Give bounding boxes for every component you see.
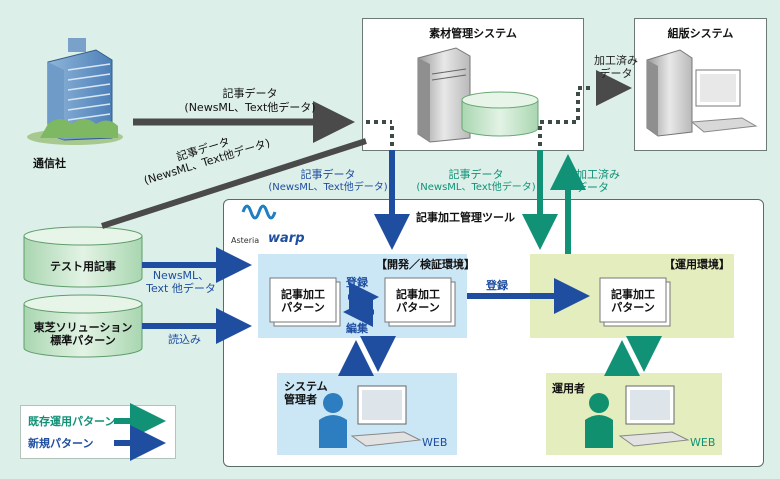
pattern-doc-dev-left [269, 277, 341, 327]
label-pattern-ops-1: 記事加工 [611, 288, 655, 301]
kumihan-server-icon [646, 49, 758, 137]
label-pattern-dev-right-1: 記事加工 [396, 288, 440, 301]
label-toroku-ops: 登録 [486, 279, 508, 292]
label-operator: 運用者 [552, 382, 585, 395]
label-green-kako-zumi: 加工済み データ [576, 168, 620, 194]
label-web-admin: WEB [422, 436, 448, 449]
gray-line-diagonal [101, 138, 367, 229]
label-test-kiji: テスト用記事 [50, 260, 116, 273]
label-blue-kiji-data-2: (NewsML、Text他データ) [268, 182, 388, 193]
label-green-kako-zumi-1: 加工済み [576, 168, 620, 181]
label-sozai-system: 素材管理システム [429, 27, 517, 40]
office-building-icon [27, 38, 123, 145]
label-sys-admin-2: 管理者 [284, 393, 317, 406]
label-toshiba-2: 標準パターン [50, 334, 116, 347]
asteria-logo-icon [241, 204, 277, 220]
label-kaihatsu-env: 【開発／検証環境】 [376, 258, 475, 271]
sozai-server-icon [417, 47, 471, 143]
label-unyo-env: 【運用環境】 [664, 258, 730, 271]
label-newsml: NewsML、 Text 他データ [146, 269, 216, 295]
label-pattern-ops: 記事加工 パターン [600, 288, 666, 314]
label-newsml-1: NewsML、 [152, 269, 210, 282]
label-newsml-2: Text 他データ [146, 282, 216, 295]
label-toshiba: 東芝ソリューション 標準パターン [24, 321, 142, 347]
logo-warp-text: warp [268, 231, 305, 246]
label-blue-kiji-data-1: 記事データ [300, 168, 356, 181]
label-tsushinsha: 通信社 [33, 157, 66, 170]
pattern-doc-dev-right [384, 277, 456, 327]
label-pattern-dev-left-2: パターン [281, 301, 325, 314]
label-kako-zumi-top-1: 加工済み [594, 54, 638, 67]
label-kumihan-system: 組版システム [667, 27, 734, 40]
sozai-database-icon [461, 91, 539, 137]
operator-pc-icon [618, 385, 690, 447]
legend-new-label: 新規パターン [28, 437, 94, 450]
label-pattern-ops-2: パターン [611, 301, 655, 314]
label-pattern-dev-left: 記事加工 パターン [270, 288, 336, 314]
label-pattern-dev-right-2: パターン [396, 301, 440, 314]
label-pattern-dev-right: 記事加工 パターン [385, 288, 451, 314]
label-pattern-dev-left-1: 記事加工 [281, 288, 325, 301]
label-kiji-data-top-sub: (NewsML、Text他データ) [184, 101, 316, 114]
label-green-kiji-data-1: 記事データ [448, 168, 504, 181]
label-kako-zumi-top: 加工済み データ [590, 54, 642, 80]
legend-existing-label: 既存運用パターン [28, 415, 116, 428]
label-kiji-data-top: 記事データ [222, 87, 278, 100]
admin-pc-icon [350, 385, 422, 447]
label-blue-kiji-data: 記事データ (NewsML、Text他データ) [268, 168, 388, 194]
logo-asteria-text: Asteria [231, 236, 260, 245]
label-green-kako-zumi-2: データ [576, 181, 609, 194]
test-kiji-database-icon [23, 226, 143, 288]
label-kako-zumi-top-2: データ [599, 67, 633, 80]
label-toshiba-1: 東芝ソリューション [33, 321, 133, 334]
label-green-kiji-data-2: (NewsML、Text他データ) [416, 182, 536, 193]
label-green-kiji-data: 記事データ (NewsML、Text他データ) [416, 168, 536, 194]
admin-person-icon [319, 393, 347, 448]
label-sys-admin: システム 管理者 [284, 380, 328, 406]
toshiba-database-icon [23, 294, 143, 358]
pattern-doc-ops [599, 277, 671, 327]
sozai-dotted-ports [366, 86, 590, 124]
operator-person-icon [585, 393, 613, 448]
label-toroku-inner: 登録 [346, 276, 368, 289]
label-yomikomi: 読込み [168, 333, 201, 346]
label-tool-title: 記事加工管理ツール [416, 211, 515, 224]
label-web-operator: WEB [690, 436, 716, 449]
label-sys-admin-1: システム [284, 380, 328, 393]
label-henshu: 編集 [346, 322, 368, 335]
